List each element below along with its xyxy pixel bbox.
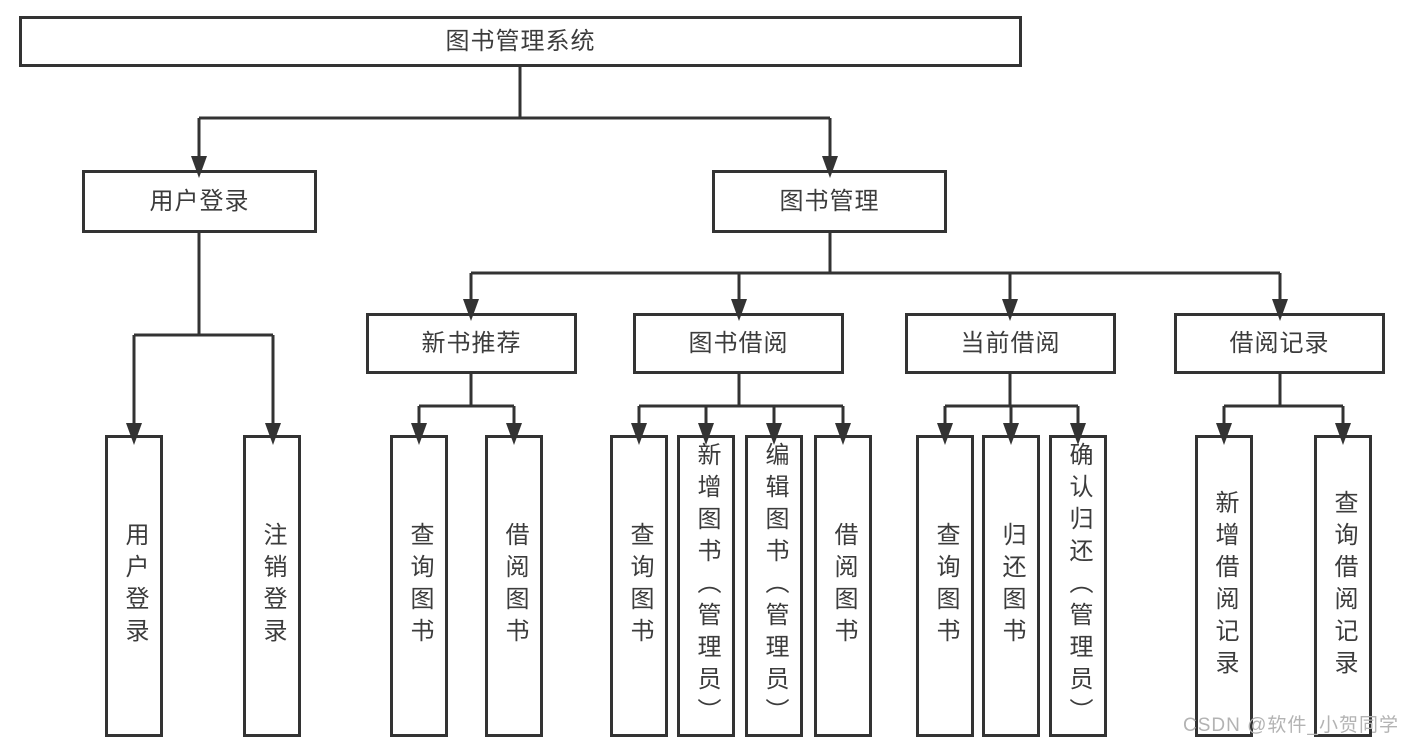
leaf-query-books-current: 查询图书	[916, 435, 974, 737]
leaf-logout: 注销登录	[243, 435, 301, 737]
leaf-query-borrow-record: 查询借阅记录	[1314, 435, 1372, 737]
leaf-add-borrow-record: 新增借阅记录	[1195, 435, 1253, 737]
node-book-borrowing: 图书借阅	[633, 313, 844, 374]
leaf-query-books-borrowing: 查询图书	[610, 435, 668, 737]
leaf-add-books-admin: 新增图书（管理员）	[677, 435, 735, 737]
leaf-query-books-recommend: 查询图书	[390, 435, 448, 737]
leaf-borrow-books-recommend: 借阅图书	[485, 435, 543, 737]
leaf-user-login: 用户登录	[105, 435, 163, 737]
leaf-return-books: 归还图书	[982, 435, 1040, 737]
node-borrowing-records: 借阅记录	[1174, 313, 1385, 374]
node-current-borrowing: 当前借阅	[905, 313, 1116, 374]
leaf-edit-books-admin: 编辑图书（管理员）	[745, 435, 803, 737]
node-book-management: 图书管理	[712, 170, 947, 233]
node-user-login: 用户登录	[82, 170, 317, 233]
node-new-book-recommend: 新书推荐	[366, 313, 577, 374]
leaf-confirm-return-admin: 确认归还（管理员）	[1049, 435, 1107, 737]
node-root: 图书管理系统	[19, 16, 1022, 67]
csdn-watermark: CSDN @软件_小贺同学	[1183, 715, 1399, 736]
leaf-borrow-books-borrowing: 借阅图书	[814, 435, 872, 737]
